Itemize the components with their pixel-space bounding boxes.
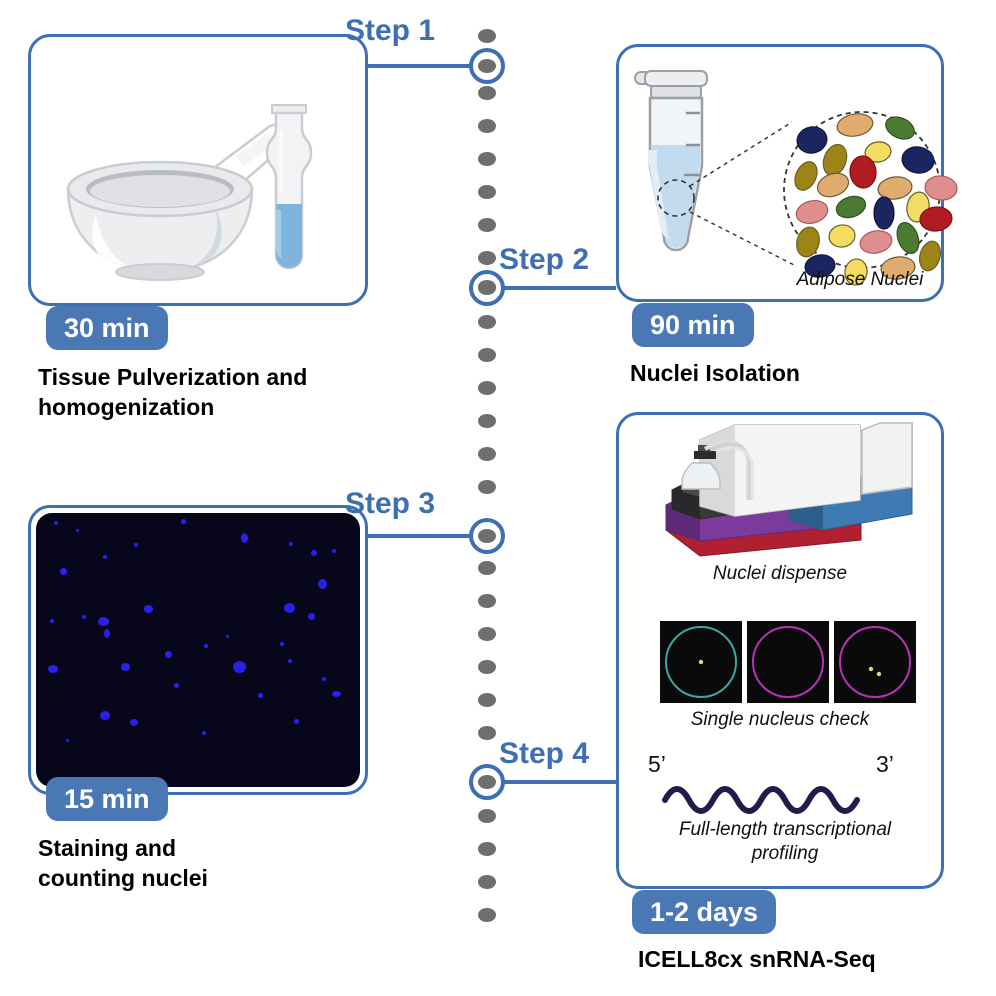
nucleus-well-thumbnail-icon — [660, 621, 742, 703]
step-4-duration-badge: 1-2 days — [632, 890, 777, 934]
step-1-duration-badge: 30 min — [46, 306, 168, 350]
connector-step-4 — [469, 764, 616, 800]
icell8cx-instrument-icon — [665, 422, 913, 557]
step-1-label: Step 1 — [345, 14, 436, 47]
nuclei-dispense-caption: Nuclei dispense — [712, 563, 848, 584]
five-prime-label: 5’ — [648, 751, 666, 777]
step-2-label: Step 2 — [499, 243, 590, 276]
rna-strand-icon — [662, 786, 860, 814]
mortar-and-pestle-icon — [66, 123, 290, 281]
connector-step-1 — [368, 48, 505, 84]
step-4-caption: ICELL8cx snRNA-Seq — [638, 946, 876, 972]
connector-step-2 — [469, 270, 616, 306]
adipose-nuclei-caption: Adipose Nuclei — [796, 269, 924, 290]
step-3-duration-badge: 15 min — [46, 777, 168, 821]
step-2-duration-badge: 90 min — [632, 303, 754, 347]
fluorescence-micrograph-icon — [36, 513, 360, 787]
profiling-caption: Full-length transcriptional profiling — [678, 819, 892, 864]
nuclei-cluster-icon — [783, 111, 958, 286]
step-2-caption: Nuclei Isolation — [630, 360, 800, 386]
single-nucleus-check-caption: Single nucleus check — [690, 709, 870, 730]
connector-step-3 — [368, 518, 505, 554]
callout-lines — [689, 121, 797, 267]
step-4-label: Step 4 — [499, 737, 590, 770]
microcentrifuge-tube-icon — [634, 70, 708, 252]
nucleus-well-thumbnail-icon — [834, 621, 916, 703]
nucleus-well-thumbnail-icon — [747, 621, 829, 703]
step-3-label: Step 3 — [345, 487, 436, 520]
three-prime-label: 3’ — [876, 751, 894, 777]
step-3-caption: Staining and counting nuclei — [38, 835, 208, 891]
step-1-caption: Tissue Pulverization and homogenization — [38, 364, 308, 420]
test-tube-icon — [265, 104, 313, 270]
